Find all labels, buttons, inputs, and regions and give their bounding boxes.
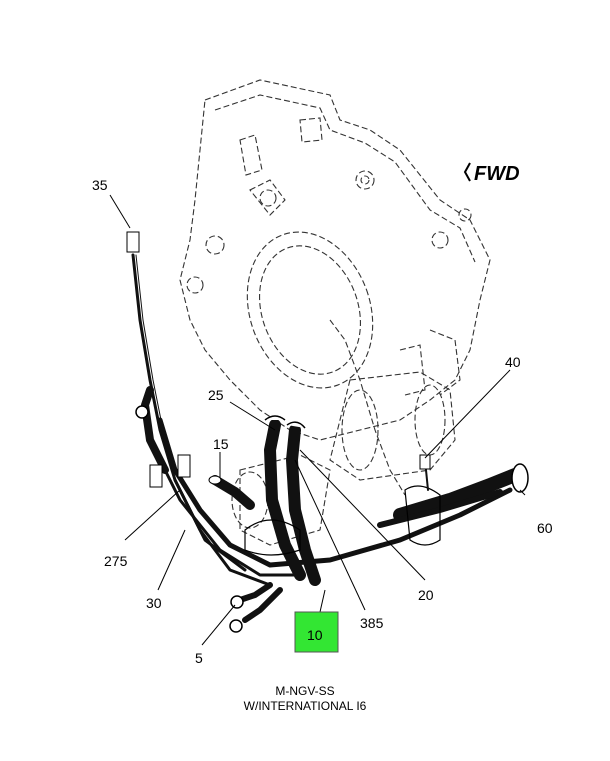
leader-lines [109,194,526,646]
callout-40[interactable]: 40 [505,354,521,370]
callout-30[interactable]: 30 [146,595,162,611]
callout-25[interactable]: 25 [208,387,224,403]
diagram-caption-line2: W/INTERNATIONAL I6 [243,699,367,713]
callout-275[interactable]: 275 [104,553,128,569]
callout-60[interactable]: 60 [537,520,553,536]
callout-5[interactable]: 5 [195,650,203,666]
fwd-label: FWD [474,163,520,185]
callout-35[interactable]: 35 [92,177,108,193]
callout-labels: 35 25 15 40 60 275 30 20 385 5 [92,177,553,666]
flywheel-housing [179,79,491,546]
diagram-caption-line1: M-NGV-SS [275,684,335,698]
callout-10[interactable]: 10 [307,627,323,643]
highlighted-callout[interactable]: 10 [294,611,339,653]
callout-15[interactable]: 15 [213,436,229,452]
fwd-orientation: FWD [463,162,520,185]
wiring-harness [126,231,529,633]
callout-20[interactable]: 20 [418,587,434,603]
callout-385[interactable]: 385 [360,615,384,631]
